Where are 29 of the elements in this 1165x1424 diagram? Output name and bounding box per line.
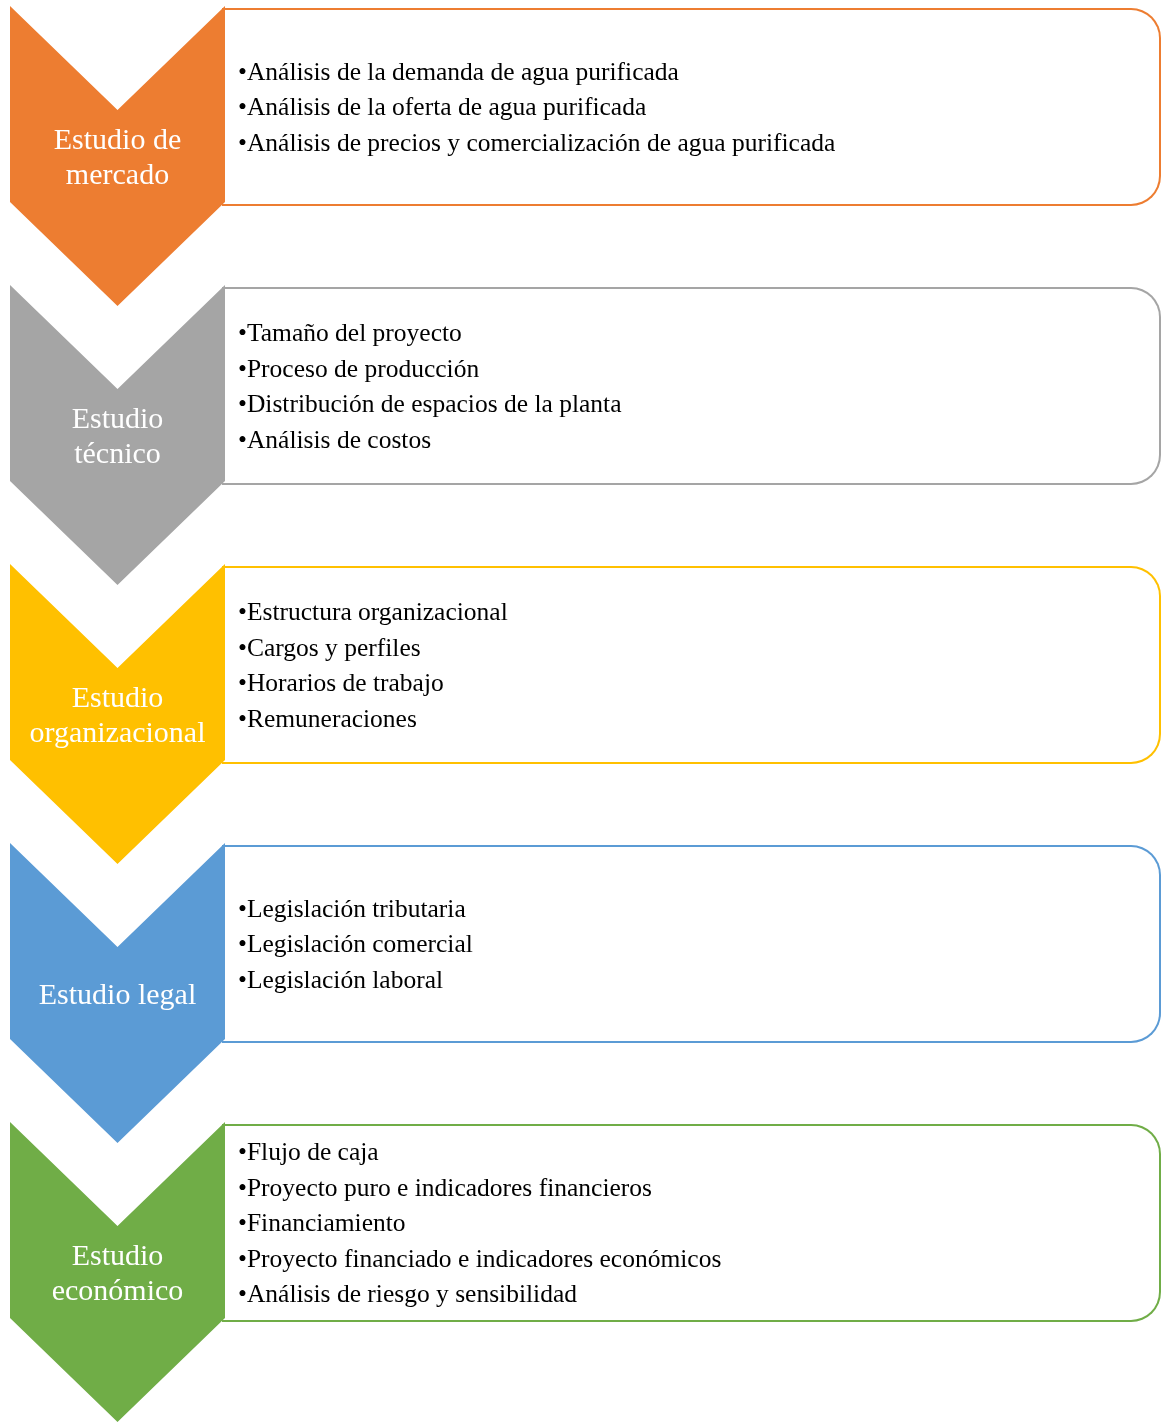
- bullet-item: •Remuneraciones: [238, 702, 418, 735]
- stage-label: Estudio organizacional: [28, 679, 207, 749]
- bullet-item: •Análisis de precios y comercialización de agua purificada: [238, 126, 837, 159]
- bullet-item: •Flujo de caja: [238, 1136, 380, 1169]
- bullet-item: •Horarios de trabajo: [238, 667, 445, 699]
- content-box: [222, 1124, 1161, 1322]
- bullet-item: •Análisis de riesgo y sensibilidad: [238, 1278, 578, 1311]
- bullet-item: •Análisis de costos: [238, 423, 433, 456]
- bullet-item: •Distribución de espacios de la planta: [238, 388, 623, 420]
- bullet-item: •Tamaño del proyecto: [238, 317, 463, 349]
- bullet-item: •Financiamiento: [238, 1207, 407, 1240]
- content-box: [222, 287, 1161, 485]
- bullet-item: •Legislación laboral: [238, 963, 445, 996]
- bullet-item: •Proyecto puro e indicadores financieros: [238, 1171, 653, 1204]
- bullet-item: •Estructura organizacional: [238, 596, 509, 628]
- bullet-item: •Proceso de producción: [238, 352, 481, 385]
- stage-label: Estudio de mercado: [52, 121, 183, 191]
- content-box: [222, 8, 1161, 206]
- content-box: [222, 845, 1161, 1043]
- stage-label: Estudio legal: [37, 975, 198, 1011]
- bullet-item: •Proyecto financiado e indicadores económicos: [238, 1242, 723, 1275]
- bullet-item: •Legislación tributaria: [238, 892, 467, 925]
- bullet-item: •Cargos y perfiles: [238, 631, 422, 664]
- stage-label: Estudio técnico: [70, 400, 165, 470]
- bullet-item: •Análisis de la demanda de agua purificada: [238, 55, 680, 88]
- stage-label: Estudio económico: [50, 1237, 185, 1307]
- content-box: [222, 566, 1161, 764]
- bullet-item: •Legislación comercial: [238, 928, 474, 961]
- bullet-item: •Análisis de la oferta de agua purificada: [238, 91, 648, 124]
